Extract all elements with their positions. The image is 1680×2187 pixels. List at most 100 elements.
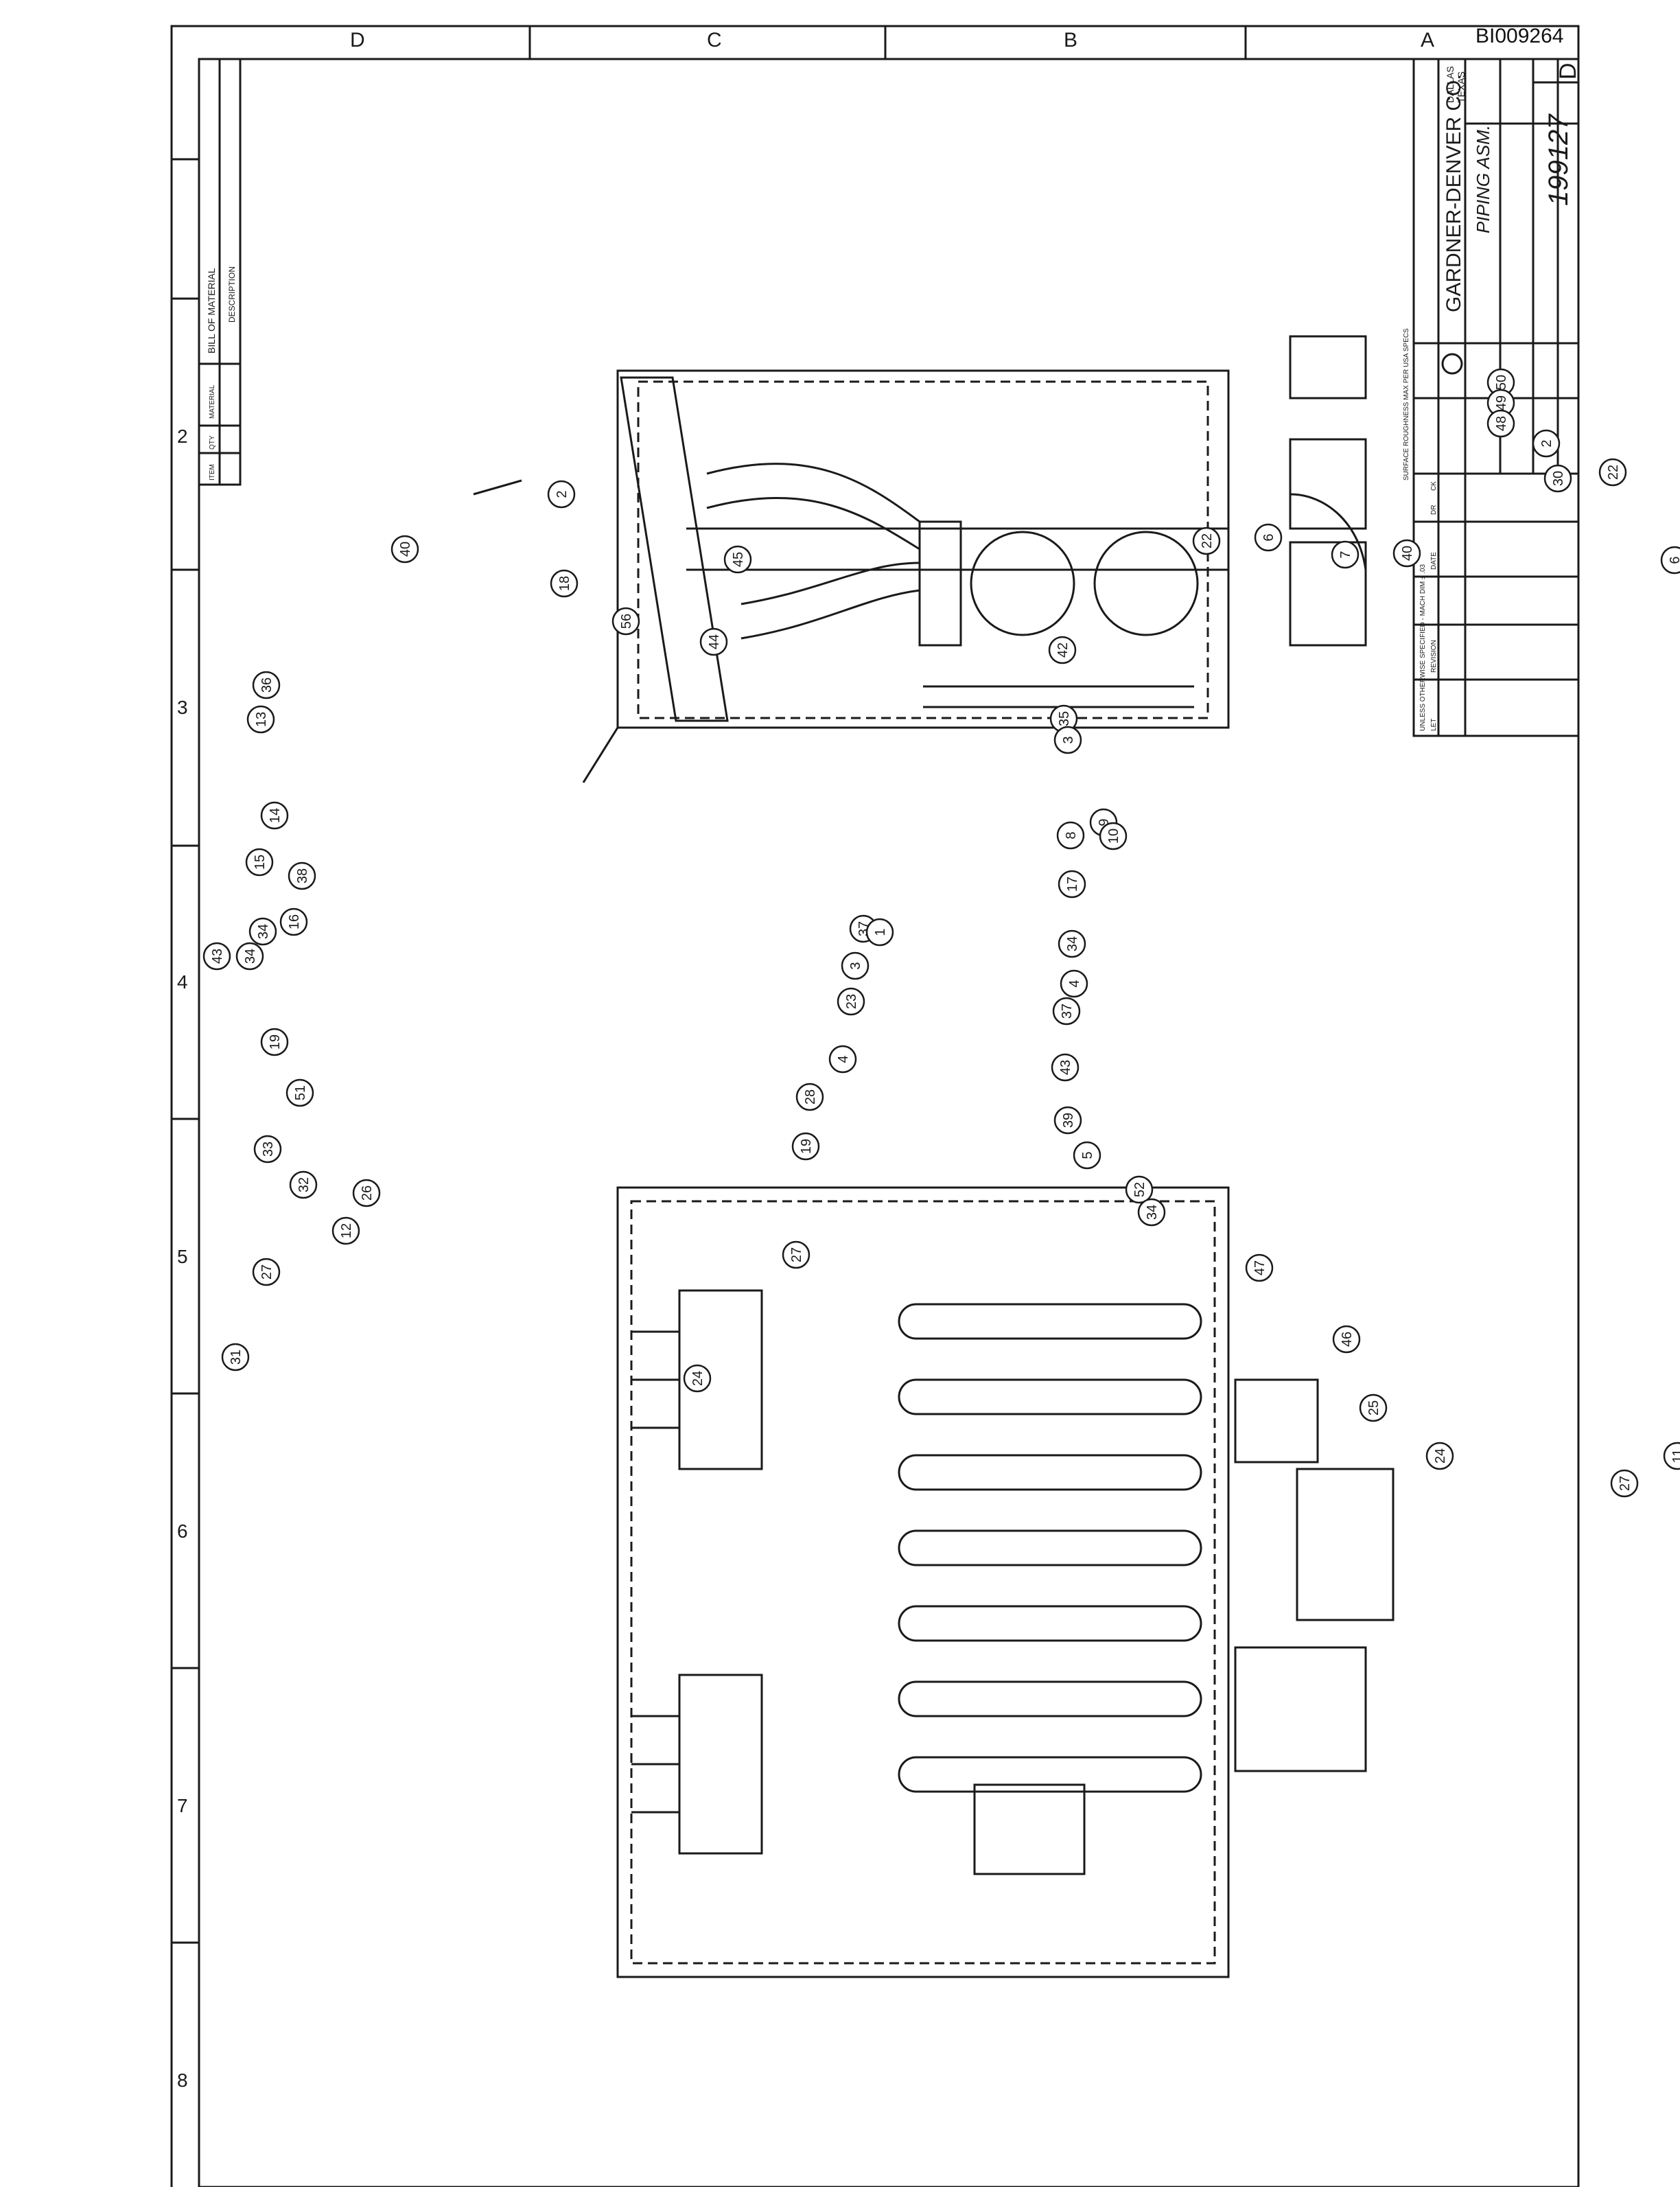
callout-balloon — [252, 1258, 281, 1286]
callout-balloon — [1486, 409, 1515, 438]
zone-letter-a: A — [1421, 29, 1434, 51]
callout-number: 34 — [1145, 1205, 1160, 1220]
callout-number: 11 — [1670, 1449, 1680, 1463]
callout-balloon — [1192, 526, 1221, 555]
callout-number: 3 — [1061, 736, 1076, 743]
bom-col-qty: QTY — [209, 435, 216, 450]
callout-number: 17 — [1065, 877, 1080, 892]
callout-balloon — [352, 1179, 381, 1207]
callout-balloon — [547, 480, 576, 509]
callout-number: 5 — [1080, 1151, 1095, 1159]
callout-number: 51 — [293, 1085, 308, 1100]
callout-balloon — [235, 942, 264, 971]
callout-number: 6 — [1261, 533, 1276, 541]
zone-number-6: 6 — [177, 1520, 188, 1542]
callout-balloon — [1543, 464, 1572, 493]
callout-number: 43 — [1058, 1060, 1073, 1075]
callout-balloon — [699, 627, 728, 656]
callout-balloon — [1099, 822, 1128, 850]
zone-number-8: 8 — [177, 2070, 188, 2091]
callout-number: 1 — [873, 928, 888, 936]
callout-balloon — [246, 705, 275, 734]
callout-number: 24 — [690, 1371, 705, 1386]
callout-number: 40 — [398, 542, 413, 557]
zone-letter-b: B — [1064, 29, 1077, 51]
callout-number: 30 — [1551, 471, 1566, 486]
callout-number: 47 — [1252, 1260, 1268, 1275]
callout-balloon — [1137, 1198, 1166, 1227]
zone-number-4: 4 — [177, 971, 188, 993]
callout-balloon — [865, 918, 894, 947]
callout-balloon — [252, 671, 281, 699]
callout-balloon — [611, 607, 640, 636]
callout-number: 46 — [1340, 1332, 1355, 1347]
callout-number: 25 — [1366, 1400, 1381, 1415]
drawing-title: PIPING ASM. — [1473, 125, 1493, 233]
callout-number: 18 — [557, 576, 572, 591]
callout-balloon — [202, 942, 231, 971]
callout-number: 4 — [836, 1055, 851, 1063]
callout-balloon — [1359, 1393, 1388, 1422]
callout-number: 3 — [848, 962, 863, 969]
callout-balloon — [1053, 1106, 1082, 1135]
callout-balloon — [1660, 546, 1680, 575]
lower-view — [616, 1186, 1395, 1978]
callout-number: 19 — [799, 1139, 814, 1154]
callout-number: 14 — [268, 808, 283, 823]
zone-letter-c: C — [707, 29, 722, 51]
callout-number: 27 — [1618, 1476, 1633, 1491]
callout-number: 44 — [707, 634, 722, 649]
callout-balloon — [1051, 1053, 1080, 1082]
callout-number: 8 — [1064, 831, 1079, 839]
callout-number: 10 — [1106, 829, 1121, 844]
drawing-number: 199127 — [1543, 113, 1574, 206]
revision-header-dr: DR — [1430, 505, 1438, 515]
callout-balloon — [1332, 1325, 1361, 1354]
callout-number: 6 — [1668, 556, 1680, 564]
callout-number: 4 — [1067, 980, 1082, 987]
company-state: TEXAS — [1456, 71, 1467, 103]
callout-number: 39 — [1061, 1113, 1076, 1128]
callout-number: 52 — [1132, 1182, 1147, 1197]
callout-number: 36 — [259, 678, 275, 693]
revision-header-ck: CK — [1430, 481, 1438, 491]
balloons-upper-view: 2185644454036131415383416344319513332261… — [202, 480, 894, 1393]
callout-balloon — [841, 951, 870, 980]
callout-balloon — [1245, 1253, 1274, 1282]
callout-balloon — [550, 569, 579, 598]
callout-balloon — [837, 987, 865, 1016]
inner-border — [198, 58, 1580, 2187]
callout-balloon — [828, 1045, 857, 1074]
callout-number: 12 — [339, 1223, 354, 1238]
callout-balloon — [1598, 458, 1627, 487]
callout-balloon — [285, 1078, 314, 1107]
callout-balloon — [331, 1216, 360, 1245]
callout-balloon — [782, 1240, 810, 1269]
zone-number-2: 2 — [177, 426, 188, 447]
callout-number: 45 — [731, 552, 746, 567]
callout-number: 16 — [287, 914, 302, 929]
callout-number: 33 — [261, 1142, 276, 1157]
callout-number: 50 — [1494, 375, 1509, 390]
bom-col-description: DESCRIPTION — [227, 266, 237, 323]
zone-letter-d: D — [350, 29, 365, 51]
callout-balloon — [1392, 539, 1421, 568]
callout-number: 34 — [256, 924, 271, 939]
callout-number: 23 — [844, 994, 859, 1009]
callout-balloon — [1058, 870, 1086, 899]
callout-number: 27 — [789, 1247, 804, 1262]
callout-number: 27 — [259, 1264, 275, 1280]
sheet-size-letter: D — [1555, 62, 1581, 80]
callout-balloon — [1060, 969, 1088, 998]
callout-number: 31 — [229, 1350, 244, 1365]
callout-balloon — [245, 848, 274, 877]
finish-note: SURFACE ROUGHNESS MAX PER USA SPECS — [1403, 328, 1410, 481]
callout-number: 43 — [210, 949, 225, 964]
callout-number: 2 — [1539, 439, 1554, 447]
callout-balloon — [1254, 523, 1283, 552]
callout-number: 32 — [296, 1177, 312, 1192]
upper-view — [473, 335, 1367, 783]
callout-number: 22 — [1606, 465, 1621, 480]
callout-number: 37 — [1060, 1004, 1075, 1019]
